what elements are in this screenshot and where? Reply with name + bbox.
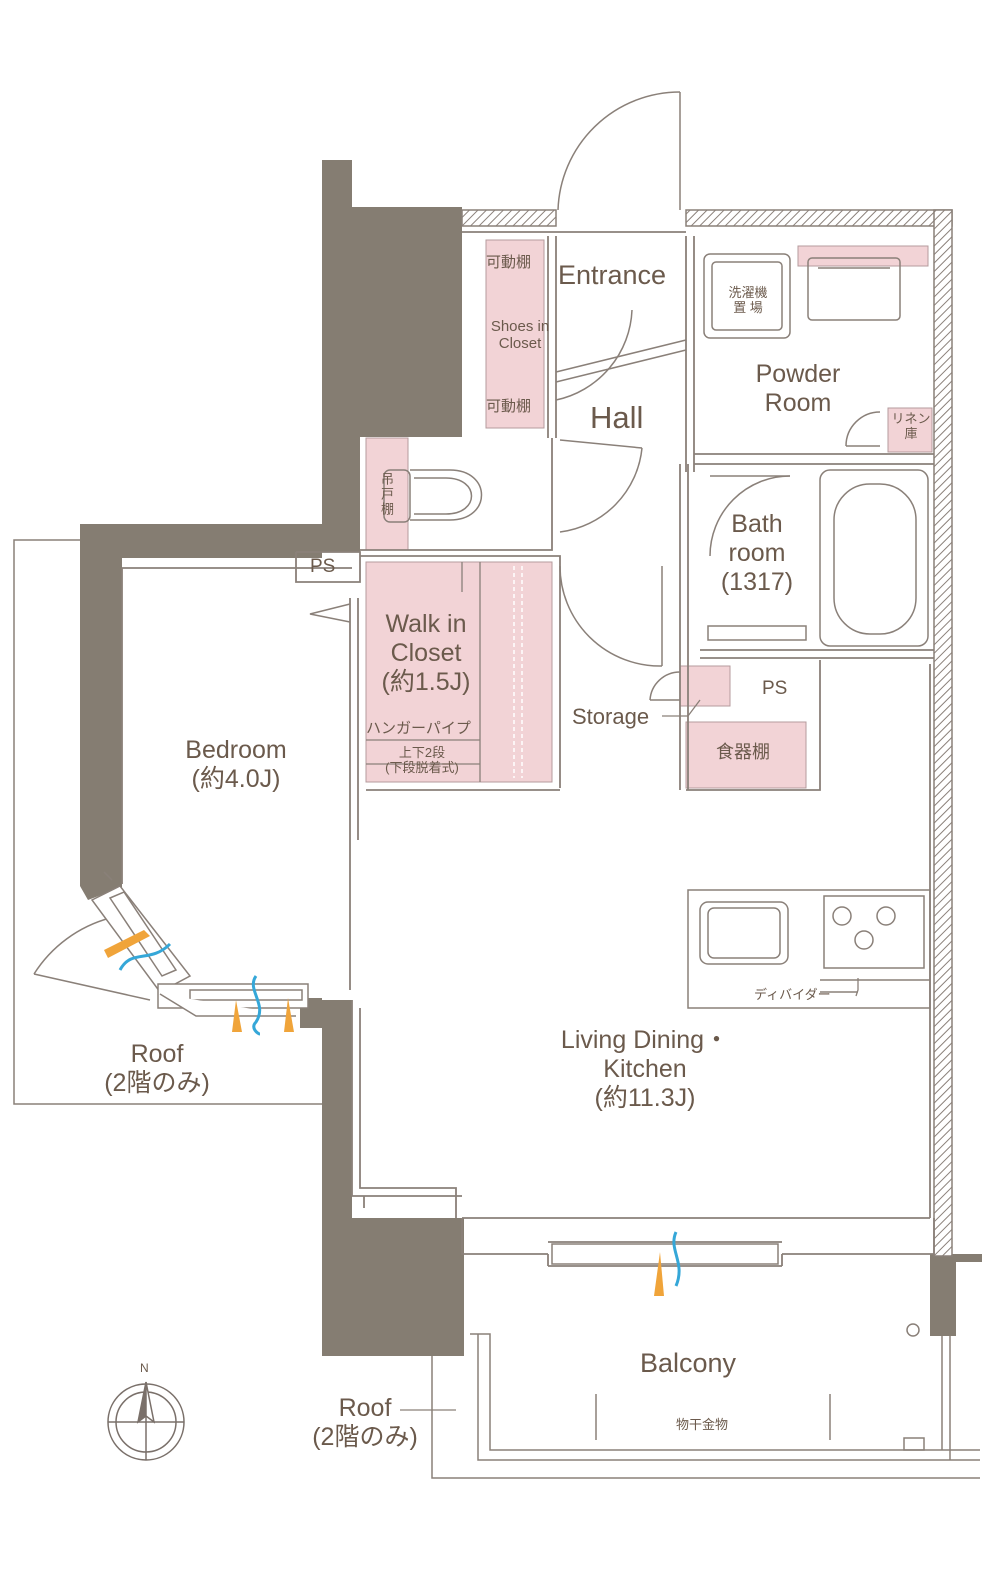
ventilation-markers <box>104 930 681 1296</box>
interior-partitions <box>121 231 935 1267</box>
label-movable-shelf-bottom: 可動棚 <box>486 398 532 415</box>
label-ps-left: PS <box>310 556 336 577</box>
bathtub <box>707 469 929 647</box>
room-label-bathroom: Bath room (1317) <box>720 510 794 596</box>
toilet <box>383 469 483 523</box>
label-hanger-tiers: 上下2段 (下段脱着式) <box>385 745 459 775</box>
hatched-walls <box>461 209 953 1257</box>
label-linen-storage: リネン 庫 <box>891 411 931 441</box>
room-label-balcony: Balcony <box>640 1348 737 1378</box>
room-label-bedroom: Bedroom (約4.0J) <box>185 736 287 793</box>
label-hanger-pipe: ハンガーパイプ <box>366 720 471 737</box>
closet-rails <box>513 566 523 778</box>
label-hanging-shelf: 吊戸棚 <box>378 472 394 517</box>
ldk-window <box>551 1243 779 1265</box>
label-ps-right: PS <box>762 678 788 699</box>
label-clothes-hanger: 物干金物 <box>676 1417 729 1432</box>
room-label-powder-room: Powder Room <box>755 360 841 417</box>
leader-lines <box>400 699 859 1411</box>
label-cupboard: 食器棚 <box>716 742 770 762</box>
room-label-entrance: Entrance <box>558 260 667 290</box>
label-divider: ディバイダー <box>754 987 831 1002</box>
door-swings <box>33 91 881 1001</box>
storage-areas <box>365 239 933 789</box>
balcony-outline <box>470 1323 980 1461</box>
washer-area <box>703 253 901 339</box>
closet-dividers <box>366 562 481 782</box>
roof-outlines <box>13 539 980 1479</box>
label-shoes-closet: Shoes in Closet <box>490 318 550 353</box>
room-label-walk-in-closet: Walk in Closet (約1.5J) <box>381 610 471 696</box>
label-movable-shelf-top: 可動棚 <box>486 254 532 271</box>
room-label-roof-south: Roof (2階のみ) <box>312 1394 418 1451</box>
room-label-ldk: Living Dining・ Kitchen (約11.3J) <box>560 1026 730 1112</box>
compass-rose <box>107 1381 185 1461</box>
compass-north-label: N <box>140 1361 149 1375</box>
label-washer-space: 洗濯機 置 場 <box>728 285 768 315</box>
room-label-hall: Hall <box>590 400 644 435</box>
structural-walls <box>80 160 982 1356</box>
room-label-storage: Storage <box>572 704 650 729</box>
kitchen-counter <box>687 889 931 1009</box>
room-label-roof-west: Roof (2階のみ) <box>104 1040 210 1097</box>
